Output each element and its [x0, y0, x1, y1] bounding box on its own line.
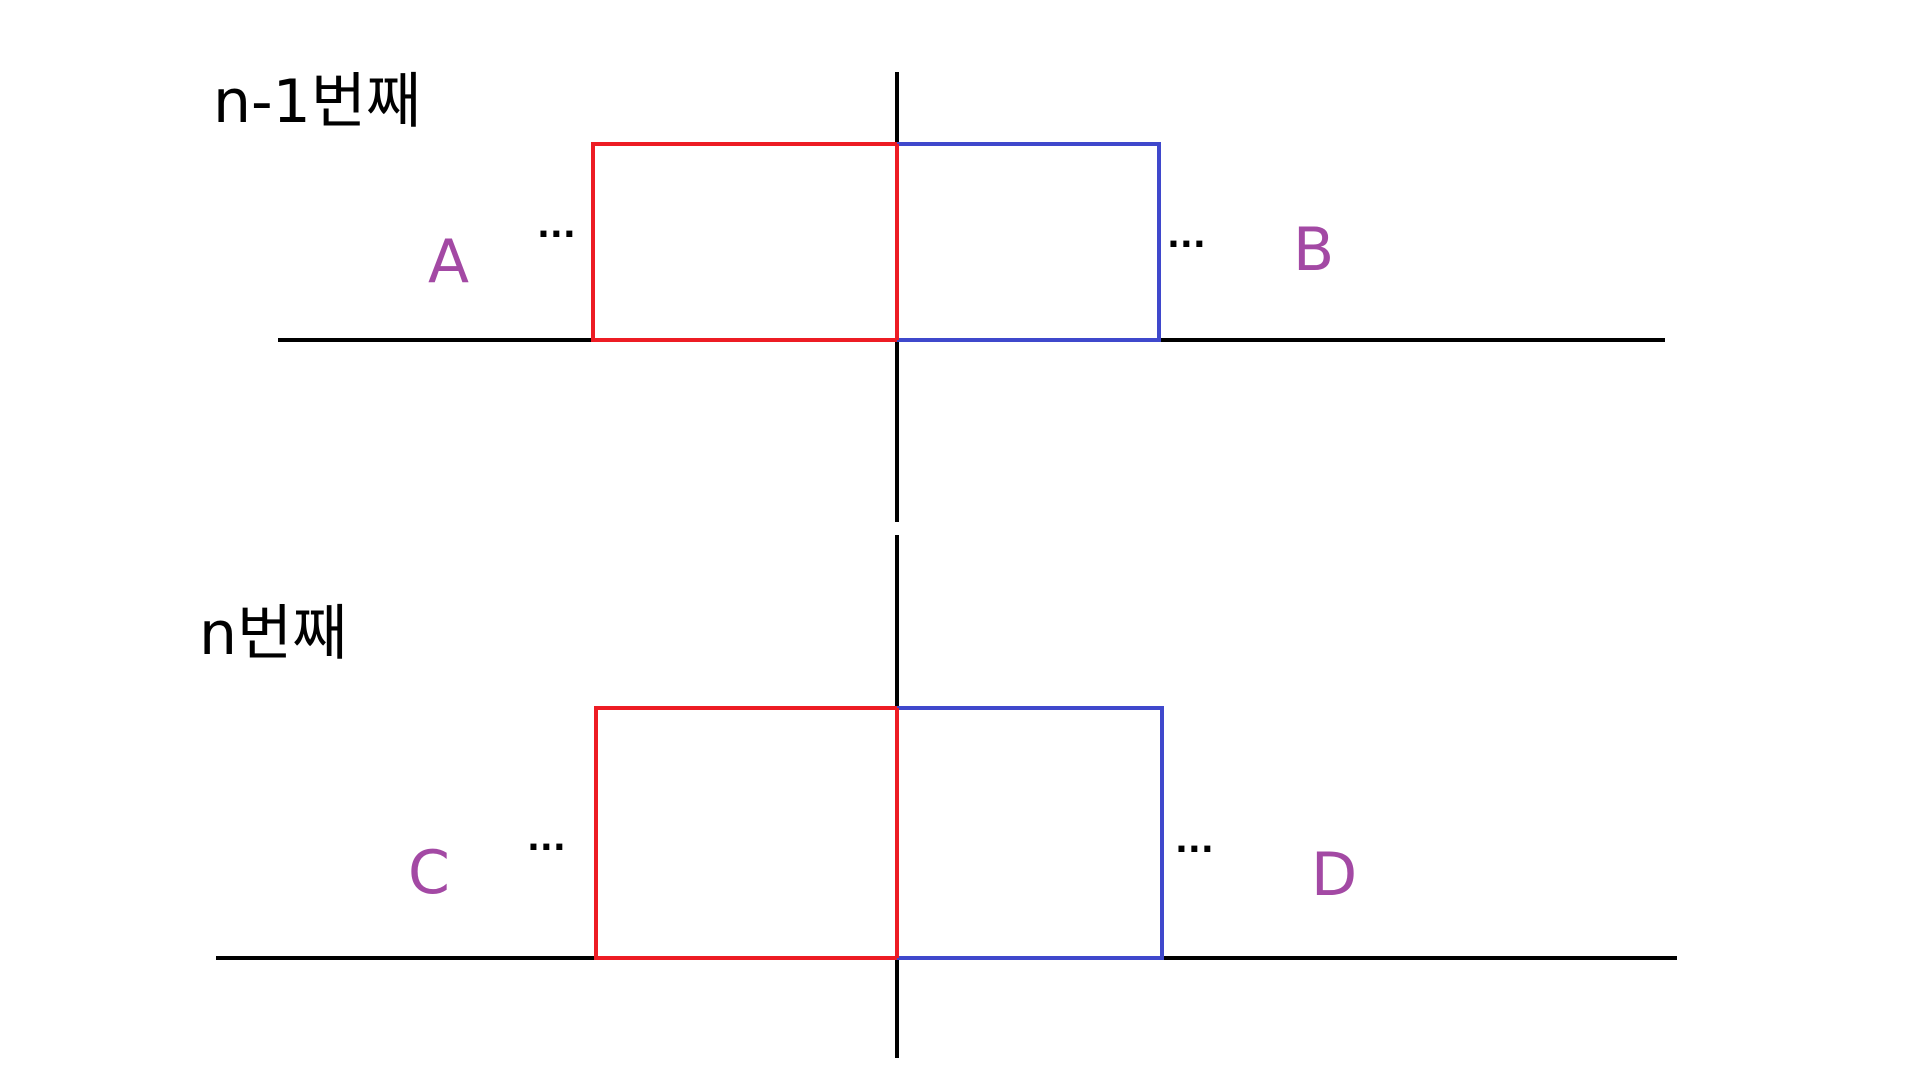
region-label-b: B — [1293, 215, 1334, 285]
region-label-c: C — [408, 838, 450, 908]
panel-previous-title: n-1번째 — [213, 67, 421, 137]
panel-current-left-ellipsis: ... — [527, 819, 566, 859]
panel-previous-right-ellipsis: ... — [1167, 216, 1206, 256]
panel-previous-left-ellipsis: ... — [537, 206, 576, 246]
panel-previous-right-box — [897, 142, 1161, 342]
region-label-a: A — [428, 227, 469, 297]
panel-current-right-ellipsis: ... — [1175, 821, 1214, 861]
region-label-d: D — [1311, 840, 1357, 910]
panel-current-right-box — [897, 706, 1164, 960]
panel-current-left-box — [594, 706, 899, 960]
panel-current: n번째 C D ... ... — [199, 599, 1677, 960]
panel-previous: n-1번째 A B ... ... — [213, 67, 1665, 342]
panel-current-title: n번째 — [199, 599, 347, 669]
panel-previous-left-box — [591, 142, 899, 342]
